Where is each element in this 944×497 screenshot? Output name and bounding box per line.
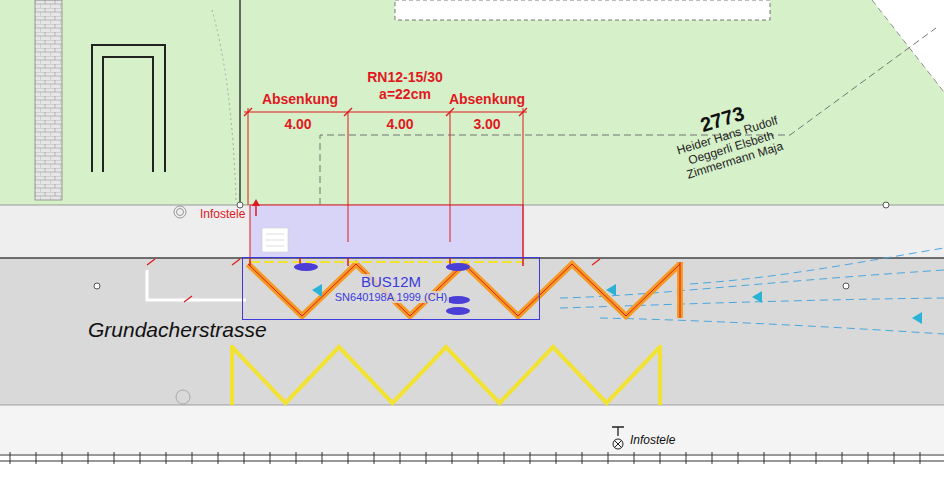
survey-point xyxy=(237,202,243,208)
dimension-extension xyxy=(348,112,349,242)
building-footprint xyxy=(395,0,770,20)
dimension-line xyxy=(244,112,527,113)
dimension-label: Absenkung xyxy=(262,92,338,107)
infostele-label: Infostele xyxy=(630,434,675,447)
yellow-zigzag xyxy=(232,345,660,405)
sidewalk xyxy=(0,205,944,258)
direction-arrow xyxy=(606,284,616,296)
rail-line xyxy=(0,455,944,456)
curb-height: a=22cm xyxy=(379,87,431,102)
vehicle-box: BUS12MSN640198A 1999 (CH) xyxy=(242,257,540,320)
vehicle-norm: SN640198A 1999 (CH) xyxy=(333,291,450,303)
street-name: Grundacherstrasse xyxy=(88,318,267,341)
bus-platform xyxy=(250,205,523,258)
bus-wheel xyxy=(446,296,470,304)
building-outline xyxy=(92,45,165,172)
manhole-symbol xyxy=(177,209,184,216)
dimension-value: 3.00 xyxy=(473,117,500,132)
outside-area xyxy=(872,0,944,92)
flow-line xyxy=(600,318,944,334)
flow-line xyxy=(690,248,944,284)
infostele-label: Infostele xyxy=(200,208,245,221)
dimension-tick xyxy=(244,108,527,116)
parcel-ground xyxy=(0,0,944,205)
infostele-marker xyxy=(252,199,260,206)
hedge-line xyxy=(212,10,236,200)
survey-point xyxy=(883,202,889,208)
bus-wheel xyxy=(446,263,470,271)
shelter-symbol xyxy=(266,234,284,246)
flow-line xyxy=(560,270,944,298)
manhole-symbol xyxy=(174,206,186,218)
dimension-extension xyxy=(523,108,524,257)
bus-wheel xyxy=(446,307,470,315)
road-edge xyxy=(0,405,944,406)
wall-hatch xyxy=(35,0,62,200)
boundary-line xyxy=(320,28,936,205)
rail-line xyxy=(0,461,944,462)
direction-arrow xyxy=(312,284,322,297)
shelter-symbol xyxy=(262,228,288,252)
bus-wheel xyxy=(294,263,318,271)
survey-point xyxy=(843,283,849,289)
road xyxy=(0,258,944,405)
orange-zigzag xyxy=(248,262,680,318)
orange-zigzag-core xyxy=(248,262,680,318)
curb-type: RN12-15/30 xyxy=(367,70,443,85)
marking-tick xyxy=(147,259,600,302)
vehicle-name: BUS12M xyxy=(359,274,423,291)
direction-arrow xyxy=(912,312,922,324)
road-marking xyxy=(147,270,246,300)
dimension-extension xyxy=(450,112,451,242)
dimension-label: Absenkung xyxy=(449,92,525,107)
rail-tick xyxy=(10,452,920,464)
infostele-symbol xyxy=(612,427,624,436)
dimension-value: 4.00 xyxy=(386,117,413,132)
direction-arrow xyxy=(752,291,762,303)
manhole-symbol xyxy=(176,390,190,404)
sidewalk xyxy=(0,406,944,454)
infostele-symbol xyxy=(613,439,623,449)
dimension-value: 4.00 xyxy=(284,117,311,132)
parcel-boundary xyxy=(239,0,240,205)
dimension-extension xyxy=(248,108,249,205)
infostele-symbol xyxy=(615,441,622,448)
survey-point xyxy=(94,283,100,289)
platform-edge xyxy=(250,261,523,263)
boundary-line xyxy=(872,0,944,92)
edge-tick xyxy=(250,257,523,266)
